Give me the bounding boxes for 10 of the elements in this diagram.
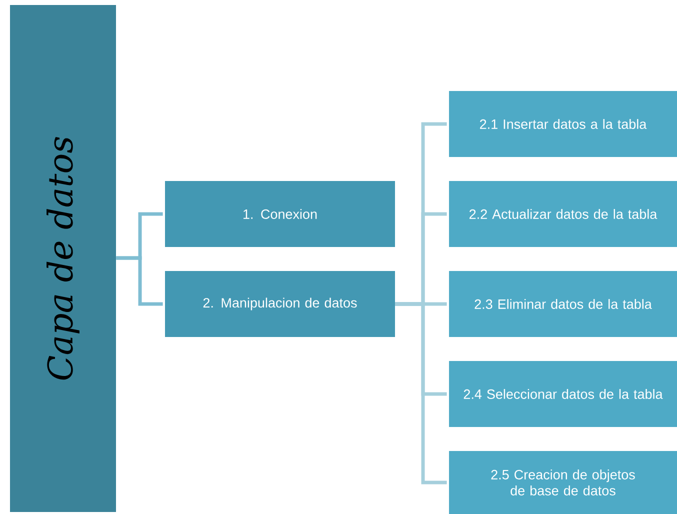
connector <box>395 302 447 484</box>
connector <box>116 256 163 306</box>
task-box: 2.3 Eliminar datos de la tabla <box>449 271 677 337</box>
task-box: 1. Conexion <box>165 181 395 247</box>
task-box: 2.4 Seleccionar datos de la tabla <box>449 361 677 427</box>
task-box: 2.1 Insertar datos a la tabla <box>449 91 677 157</box>
task-box: 2.5 Creacion de objetos de base de datos <box>449 451 677 514</box>
layer-box: Capa de datos <box>10 5 116 512</box>
task-box: 2.2 Actualizar datos de la tabla <box>449 181 677 247</box>
task-box: 2. Manipulacion de datos <box>165 271 395 337</box>
